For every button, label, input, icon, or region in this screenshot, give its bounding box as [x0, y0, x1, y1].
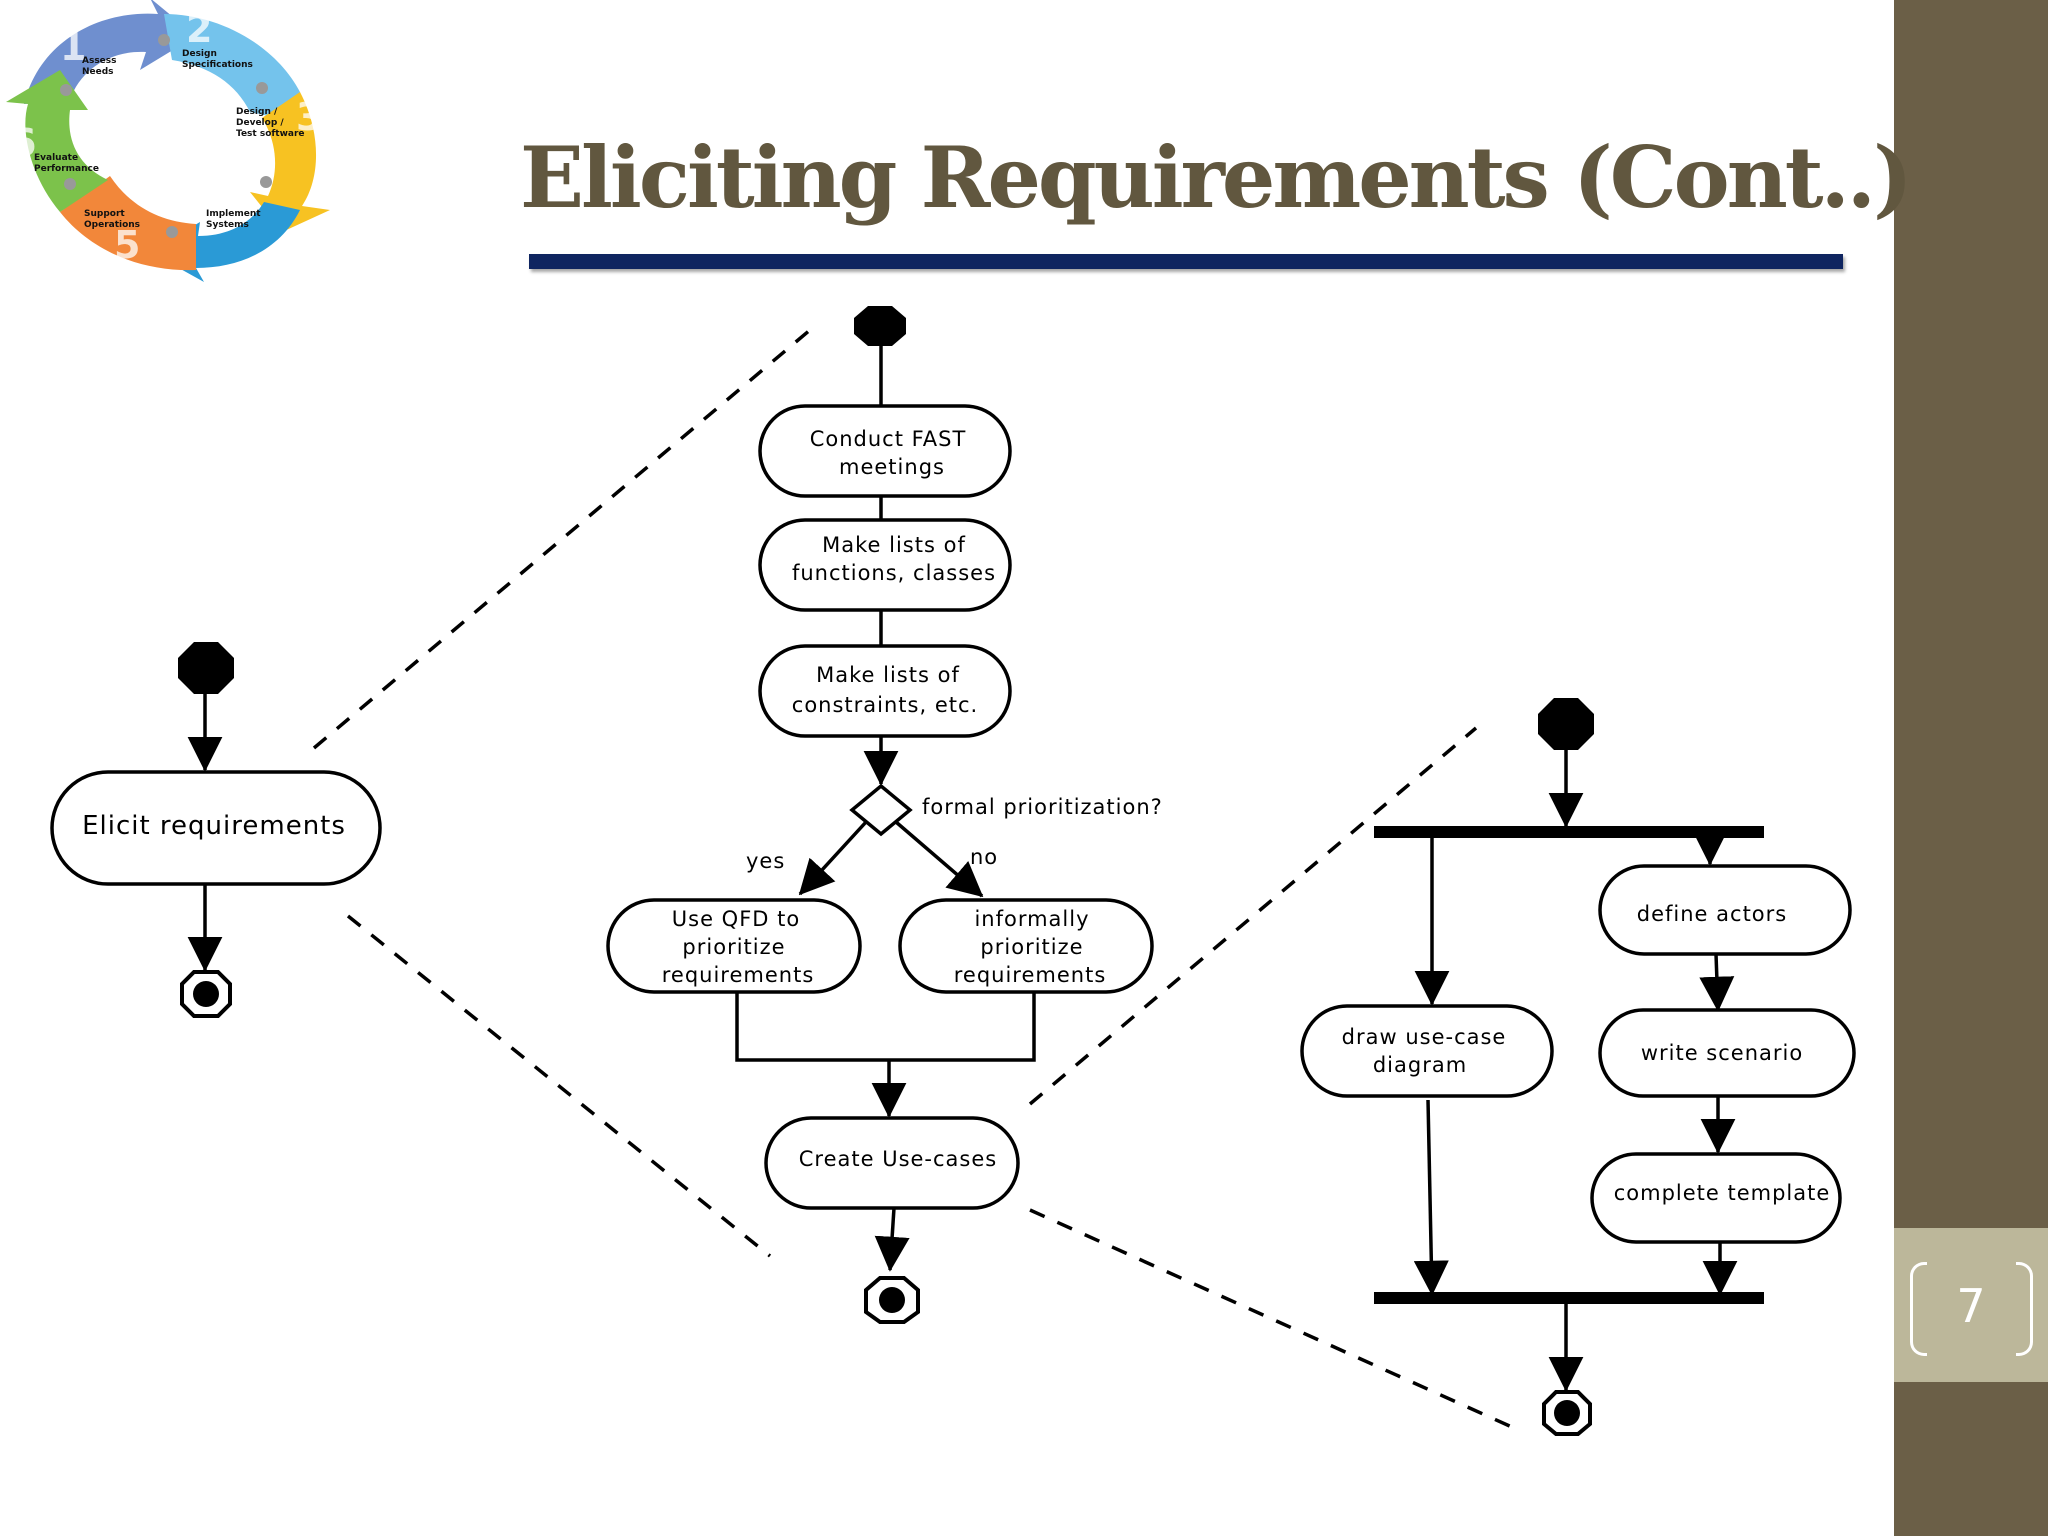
conduct-fast-line-1: Conduct FAST — [810, 427, 967, 451]
title-underline — [529, 254, 1843, 269]
write-scenario-label: write scenario — [1641, 1041, 1803, 1065]
decision-label: formal prioritization? — [922, 795, 1163, 819]
page-number-box — [1894, 1228, 2048, 1382]
logo-step-4-line-2: Systems — [206, 220, 249, 230]
left-initial-node — [178, 642, 234, 694]
page-bracket-right — [2016, 1262, 2033, 1356]
logo-step-2-line-1: Design — [182, 49, 217, 59]
draw-use-case-line-2: diagram — [1373, 1053, 1467, 1077]
complete-template-label: complete template — [1614, 1181, 1831, 1205]
decision-node — [849, 783, 913, 837]
right-activity-diagram: define actors draw use-case diagram writ… — [1300, 698, 1856, 1436]
draw-use-case-line-1: draw use-case — [1342, 1025, 1507, 1049]
lists-functions-line-2: functions, classes — [792, 561, 996, 585]
create-use-cases-label: Create Use-cases — [799, 1147, 997, 1171]
svg-text:3: 3 — [296, 95, 322, 139]
fork-bar — [1374, 826, 1764, 838]
elicit-requirements-label: Elicit requirements — [82, 811, 346, 841]
complete-template-activity — [1590, 1152, 1842, 1244]
svg-text:6: 6 — [10, 121, 36, 165]
logo-step-5-line-1: Support — [84, 209, 125, 219]
logo-step-4-line-1: Implement — [206, 209, 261, 219]
svg-text:4: 4 — [206, 171, 232, 215]
define-actors-activity — [1598, 864, 1852, 956]
yes-label: yes — [746, 849, 785, 873]
svg-text:2: 2 — [186, 7, 212, 51]
qfd-activity — [606, 898, 862, 994]
left-activity-diagram: Elicit requirements — [50, 642, 382, 1018]
svg-text:1: 1 — [60, 25, 86, 69]
logo-step-5-line-2: Operations — [84, 220, 140, 230]
lists-constraints-line-2: constraints, etc. — [792, 693, 978, 717]
zoom-lines — [312, 328, 1515, 1430]
informal-line-3: requirements — [954, 963, 1107, 987]
lists-functions-activity — [758, 518, 1012, 612]
informal-activity — [898, 898, 1154, 994]
right-initial-node — [1538, 698, 1594, 750]
lists-constraints-line-1: Make lists of — [816, 663, 960, 687]
qfd-line-2: prioritize — [682, 935, 785, 959]
slide-title: Eliciting Requirements (Cont..) — [520, 128, 1913, 227]
conduct-fast-activity — [758, 404, 1012, 498]
page-bracket-left — [1910, 1262, 1927, 1356]
conduct-fast-line-2: meetings — [839, 455, 945, 479]
create-use-cases-activity — [764, 1116, 1020, 1210]
draw-use-case-diagram-activity — [1300, 1004, 1554, 1098]
lists-functions-line-1: Make lists of — [822, 533, 966, 557]
middle-activity-diagram: Conduct FAST meetings Make lists of func… — [606, 306, 1163, 1324]
logo-step-6-line-2: Performance — [34, 164, 99, 174]
elicit-requirements-activity — [50, 770, 382, 886]
svg-text:5: 5 — [114, 223, 140, 267]
define-actors-label: define actors — [1637, 902, 1787, 926]
write-scenario-activity — [1598, 1008, 1856, 1098]
logo-step-1-line-1: Assess — [82, 56, 117, 66]
middle-initial-node — [854, 306, 906, 346]
logo-step-2-line-2: Specifications — [182, 60, 253, 70]
logo-step-3-line-2: Develop / — [236, 118, 284, 128]
join-bar — [1374, 1292, 1764, 1304]
page-number: 7 — [1956, 1279, 1986, 1333]
no-label: no — [970, 845, 998, 869]
logo-step-3-line-3: Test software — [236, 129, 305, 139]
lists-constraints-activity — [758, 644, 1012, 738]
logo-step-6-line-1: Evaluate — [34, 153, 78, 163]
informal-line-2: prioritize — [980, 935, 1083, 959]
informal-line-1: informally — [974, 907, 1089, 931]
qfd-line-3: requirements — [662, 963, 815, 987]
lifecycle-logo: 1 2 3 4 5 6 Assess Needs Design Specific… — [6, 0, 330, 282]
qfd-line-1: Use QFD to — [672, 907, 800, 931]
logo-step-3-line-1: Design / — [236, 107, 278, 117]
logo-step-1-line-2: Needs — [82, 67, 114, 77]
